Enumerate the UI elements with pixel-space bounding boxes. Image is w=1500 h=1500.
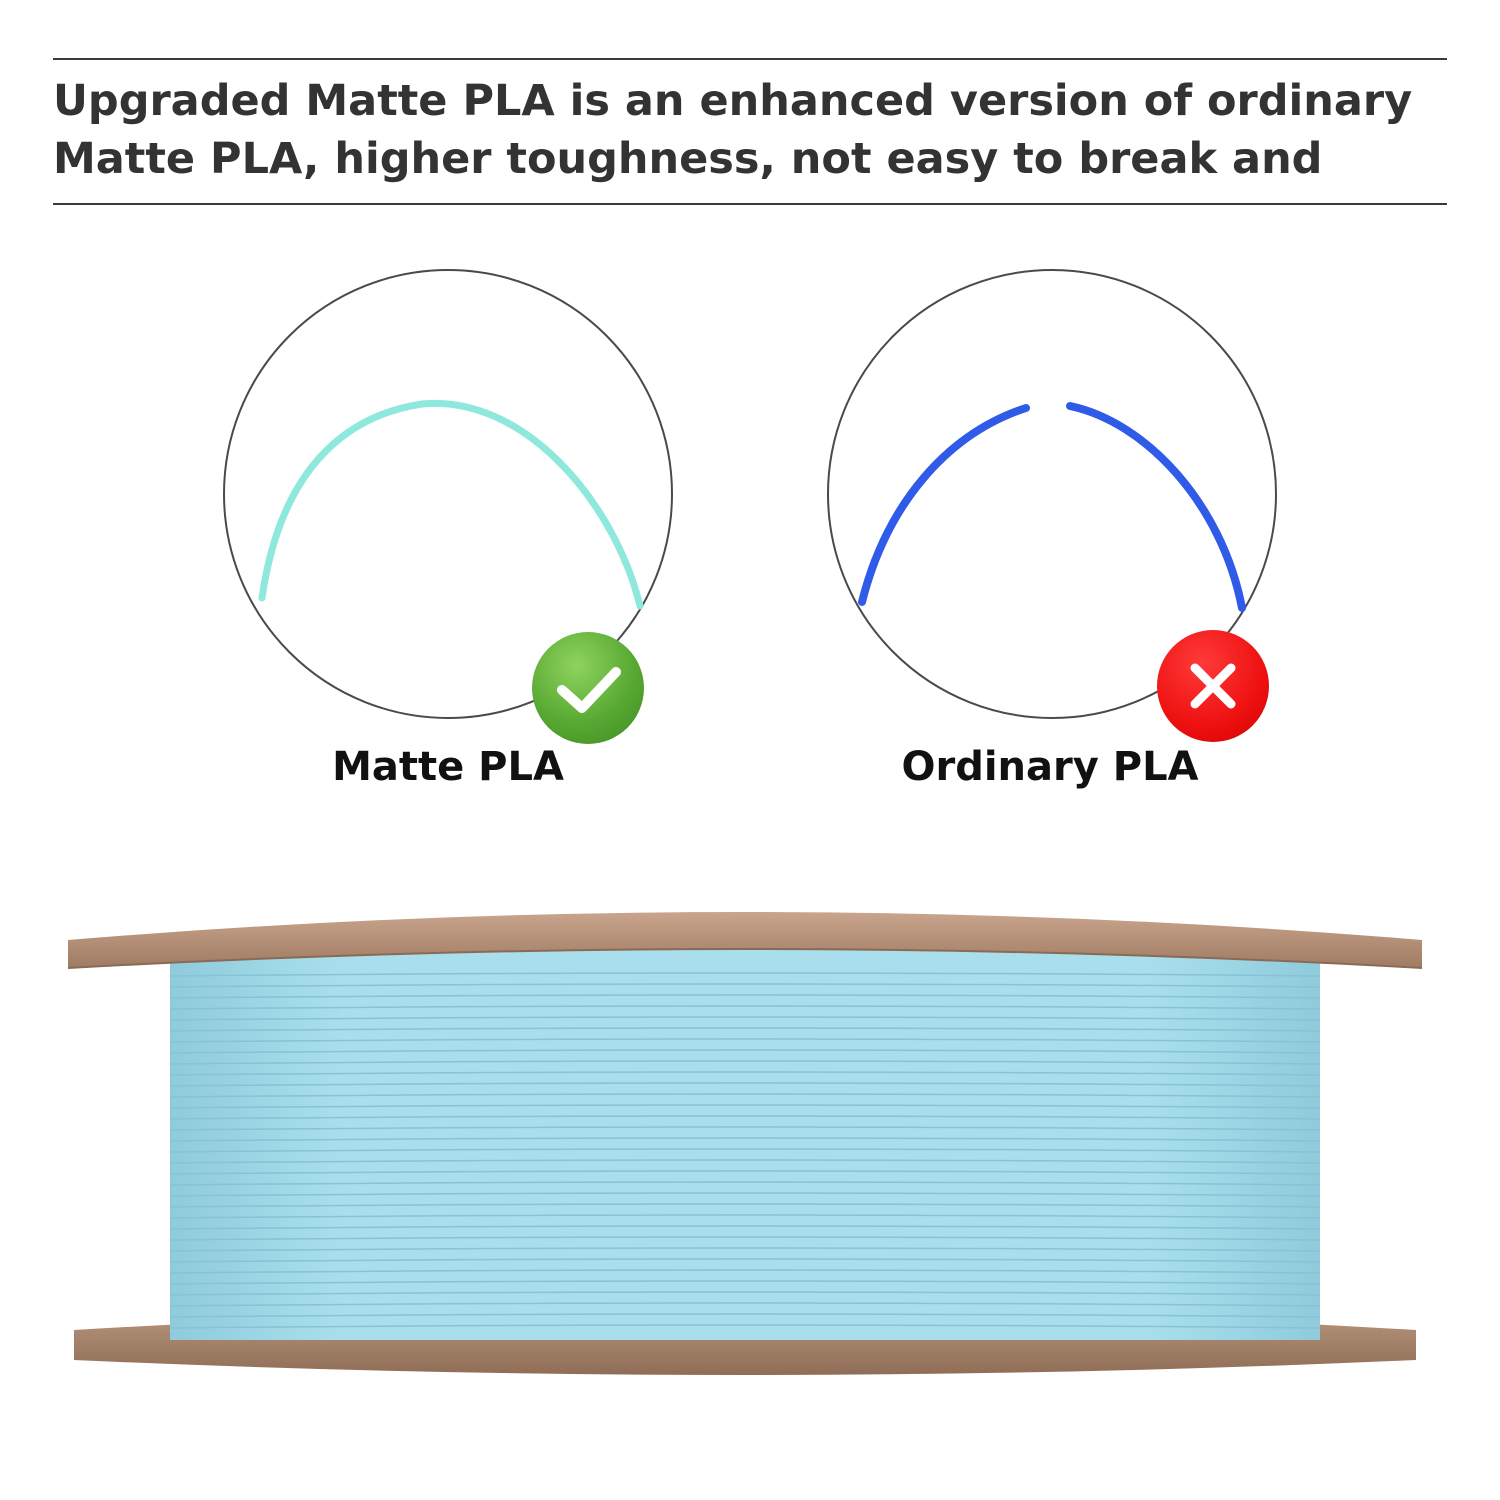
winding-line [169, 1060, 1321, 1065]
ordinary-pla-panel [826, 268, 1278, 720]
ordinary-pla-label: Ordinary PLA [901, 744, 1199, 790]
winding-line [169, 1203, 1321, 1208]
headline: Upgraded Matte PLA is an enhanced versio… [53, 72, 1447, 188]
headline-line-1: Upgraded Matte PLA is an enhanced versio… [53, 76, 1413, 126]
winding-line [169, 1049, 1321, 1054]
magnifier-circle [827, 269, 1277, 719]
winding-line [169, 1236, 1321, 1241]
winding-line [169, 1027, 1321, 1032]
ordinary-pla-illustration [827, 269, 1277, 719]
winding-line [169, 1137, 1321, 1142]
winding-line [169, 1148, 1321, 1153]
winding-line [169, 1038, 1321, 1043]
winding-line [169, 1104, 1321, 1109]
winding-line [169, 1126, 1321, 1131]
winding-line [169, 1258, 1321, 1263]
bottom-divider [53, 203, 1447, 205]
winding-line [169, 994, 1321, 999]
winding-line [169, 1071, 1321, 1076]
top-flange [68, 912, 1422, 968]
winding-line [169, 1093, 1321, 1098]
winding-line [169, 1115, 1321, 1120]
top-divider [53, 58, 1447, 60]
winding-line [169, 1214, 1321, 1219]
winding-line [169, 983, 1321, 988]
winding-line [169, 1181, 1321, 1186]
winding-line [169, 1082, 1321, 1087]
winding-line [169, 1313, 1321, 1318]
winding-line [169, 1302, 1321, 1307]
magnifier-circle [223, 269, 673, 719]
spool-illustration [67, 912, 1423, 1375]
broken-filament-right [1066, 402, 1246, 612]
winding-line [169, 972, 1321, 977]
winding-line [169, 1170, 1321, 1175]
headline-line-2: Matte PLA, higher toughness, not easy to… [53, 134, 1323, 184]
filament-spool [60, 890, 1430, 1410]
cross-badge [1157, 630, 1269, 742]
winding-line [169, 1005, 1321, 1010]
cross-icon [1190, 663, 1236, 709]
winding-line [169, 1280, 1321, 1285]
filament-windings [169, 972, 1321, 1329]
winding-line [169, 1159, 1321, 1164]
broken-filament-left [858, 404, 1030, 606]
winding-line [169, 1291, 1321, 1296]
check-icon [557, 667, 621, 713]
winding-line [169, 1247, 1321, 1252]
intact-filament [258, 399, 644, 610]
matte-pla-panel [222, 268, 674, 720]
matte-pla-illustration [223, 269, 673, 719]
winding-line [169, 1225, 1321, 1230]
winding-line [169, 1016, 1321, 1021]
winding-line [169, 1324, 1321, 1329]
check-badge [532, 632, 644, 744]
winding-line [169, 1192, 1321, 1197]
matte-pla-label: Matte PLA [332, 744, 564, 790]
winding-line [169, 1269, 1321, 1274]
